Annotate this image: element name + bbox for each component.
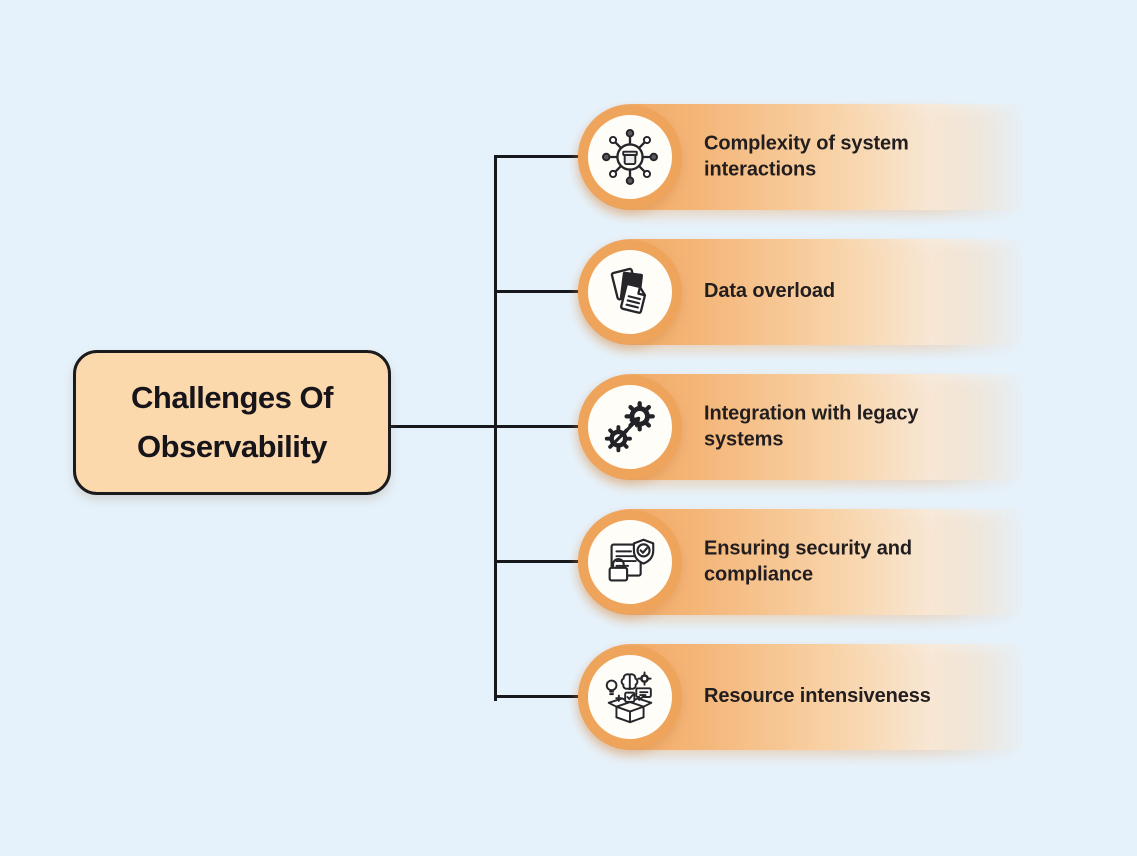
branch-label: Data overload bbox=[704, 280, 835, 303]
trunk-line bbox=[494, 155, 497, 701]
root-connector-line bbox=[389, 425, 497, 428]
branch-connector-line bbox=[494, 695, 590, 698]
branch-row: Ensuring security and compliance bbox=[0, 509, 1137, 615]
branch-connector-line bbox=[494, 290, 590, 293]
network-hub-icon bbox=[599, 126, 661, 188]
branch-connector-line bbox=[494, 560, 590, 563]
branch-icon-circle bbox=[578, 510, 682, 614]
branch-row: Complexity of system interactions bbox=[0, 104, 1137, 210]
branch-connector-line bbox=[494, 155, 590, 158]
branch-connector-line bbox=[494, 425, 590, 428]
branch-row: Resource intensiveness bbox=[0, 644, 1137, 750]
branch-icon-circle bbox=[578, 105, 682, 209]
documents-stack-icon bbox=[599, 261, 661, 323]
resource-box-icon bbox=[599, 666, 661, 728]
root-node-title: Challenges Of Observability bbox=[131, 380, 333, 464]
gears-sync-icon bbox=[599, 396, 661, 458]
branch-label: Resource intensiveness bbox=[704, 685, 931, 708]
branch-icon-circle bbox=[578, 375, 682, 479]
branch-row: Data overload bbox=[0, 239, 1137, 345]
branch-icon-circle bbox=[578, 645, 682, 749]
branch-row: Integration with legacy systems bbox=[0, 374, 1137, 480]
security-shield-lock-icon bbox=[599, 531, 661, 593]
branch-label: Integration with legacy systems bbox=[704, 402, 919, 450]
branch-label: Ensuring security and compliance bbox=[704, 537, 912, 585]
branch-icon-circle bbox=[578, 240, 682, 344]
root-node: Challenges Of Observability bbox=[73, 350, 391, 495]
branch-label: Complexity of system interactions bbox=[704, 132, 909, 180]
